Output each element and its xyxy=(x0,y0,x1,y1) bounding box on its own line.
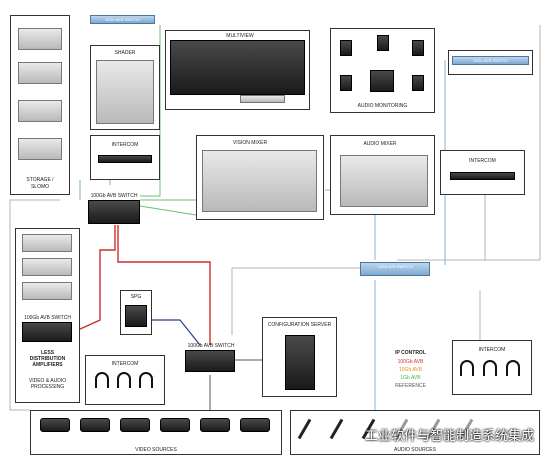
distribution-unit-3 xyxy=(22,282,72,300)
less-line2: DISTRIBUTION xyxy=(29,356,66,362)
distribution-switch-label: 100Gb AVB SWITCH xyxy=(24,315,71,321)
speaker-5 xyxy=(412,75,424,91)
camera-icon xyxy=(240,418,270,432)
speaker-1 xyxy=(340,40,352,56)
camera-icon xyxy=(80,418,110,432)
spg-device xyxy=(125,305,147,327)
storage-server-2 xyxy=(18,62,62,84)
camera-icon xyxy=(160,418,190,432)
multiview-screen xyxy=(170,40,305,95)
storage-server-3 xyxy=(18,100,62,122)
configuration-server-label: CONFIGURATION SERVER xyxy=(267,322,332,328)
distribution-unit-1 xyxy=(22,234,72,252)
distribution-unit-2 xyxy=(22,258,72,276)
audio-sources-label: AUDIO SOURCES xyxy=(394,447,436,453)
speaker-4 xyxy=(340,75,352,91)
intercom-right-label: INTERCOM xyxy=(469,158,496,164)
top-right-avb-switch xyxy=(452,56,529,65)
watermark-text: 工业软件与智能制造系统集成 xyxy=(365,429,535,444)
audio-mixer-console xyxy=(340,155,428,207)
storage-server-4 xyxy=(18,138,62,160)
legend-item-100gb: 100Gb AVB xyxy=(397,359,424,365)
headset-icon xyxy=(460,360,474,376)
distribution-switch xyxy=(22,322,72,342)
spg-label: SPG xyxy=(130,294,142,300)
slomo-label: SLOMO xyxy=(30,184,50,190)
less-line3: AMPLIFIERS xyxy=(32,362,63,368)
camera-icon xyxy=(120,418,150,432)
multiview-processor xyxy=(240,95,285,103)
speaker-3 xyxy=(412,40,424,56)
intercom-left-unit xyxy=(98,155,152,163)
speaker-2 xyxy=(377,35,389,51)
shader-panel xyxy=(96,60,154,124)
intercom-bottom-left-label: INTERCOM xyxy=(111,361,139,367)
top-right-switch-label: 10Gb AVB SWITCH xyxy=(472,58,509,63)
headset-icon xyxy=(139,372,153,388)
legend-item-10gb: 10Gb AVB xyxy=(399,367,422,373)
audio-mixer-label: AUDIO MIXER xyxy=(363,141,397,147)
legend-item-reference: REFERENCE xyxy=(395,383,426,389)
video-sources-box xyxy=(30,410,282,455)
intercom-right-unit xyxy=(450,172,515,180)
headset-icon xyxy=(95,372,109,388)
headset-icon xyxy=(483,360,497,376)
audio-monitoring-label: AUDIO MONITORING xyxy=(357,103,408,109)
less-line1: LESS xyxy=(40,350,55,356)
video-audio-line1: VIDEO & AUDIO xyxy=(28,378,67,384)
camera-icon xyxy=(200,418,230,432)
headset-icon xyxy=(506,360,520,376)
legend-item-1gb: 1Gb AVB xyxy=(400,375,421,381)
red-link xyxy=(77,225,116,331)
intercom-bottom-right-label: INTERCOM xyxy=(478,347,506,353)
vision-mixer-panel xyxy=(202,150,317,212)
center-10gb-switch xyxy=(360,262,430,276)
legend-title: IP CONTROL xyxy=(395,350,426,356)
red-link xyxy=(117,225,211,345)
intercom-left-label: INTERCOM xyxy=(111,142,139,148)
headset-icon xyxy=(117,372,131,388)
top-avb-switch xyxy=(90,15,155,24)
bottom-100gb-switch-label: 100Gb AVB SWITCH xyxy=(187,343,235,349)
subwoofer xyxy=(370,70,394,92)
center-10gb-switch-label: 10Gb AVB SWITCH xyxy=(377,264,413,269)
gray-link xyxy=(9,199,60,411)
video-sources-label: VIDEO SOURCES xyxy=(135,447,177,453)
configuration-server xyxy=(285,335,315,390)
green-link xyxy=(140,25,161,197)
left-100gb-switch-label: 100Gb AVB SWITCH xyxy=(90,193,138,199)
distribution-box xyxy=(15,228,80,403)
video-audio-line2: PROCESSING xyxy=(30,384,65,390)
left-100gb-switch xyxy=(88,200,140,224)
top-switch-label: 10Gb AVB SWITCH xyxy=(104,17,141,22)
multiview-label: MULTIVIEW xyxy=(226,33,254,39)
vision-mixer-label: VISION MIXER xyxy=(232,140,268,146)
reference-link xyxy=(150,319,201,346)
storage-server-1 xyxy=(18,28,62,50)
bottom-100gb-switch xyxy=(185,350,235,372)
legend-box xyxy=(388,350,433,392)
green-link xyxy=(139,205,197,216)
storage-label: STORAGE / xyxy=(26,177,54,183)
camera-icon xyxy=(40,418,70,432)
shader-label: SHADER xyxy=(114,50,136,56)
